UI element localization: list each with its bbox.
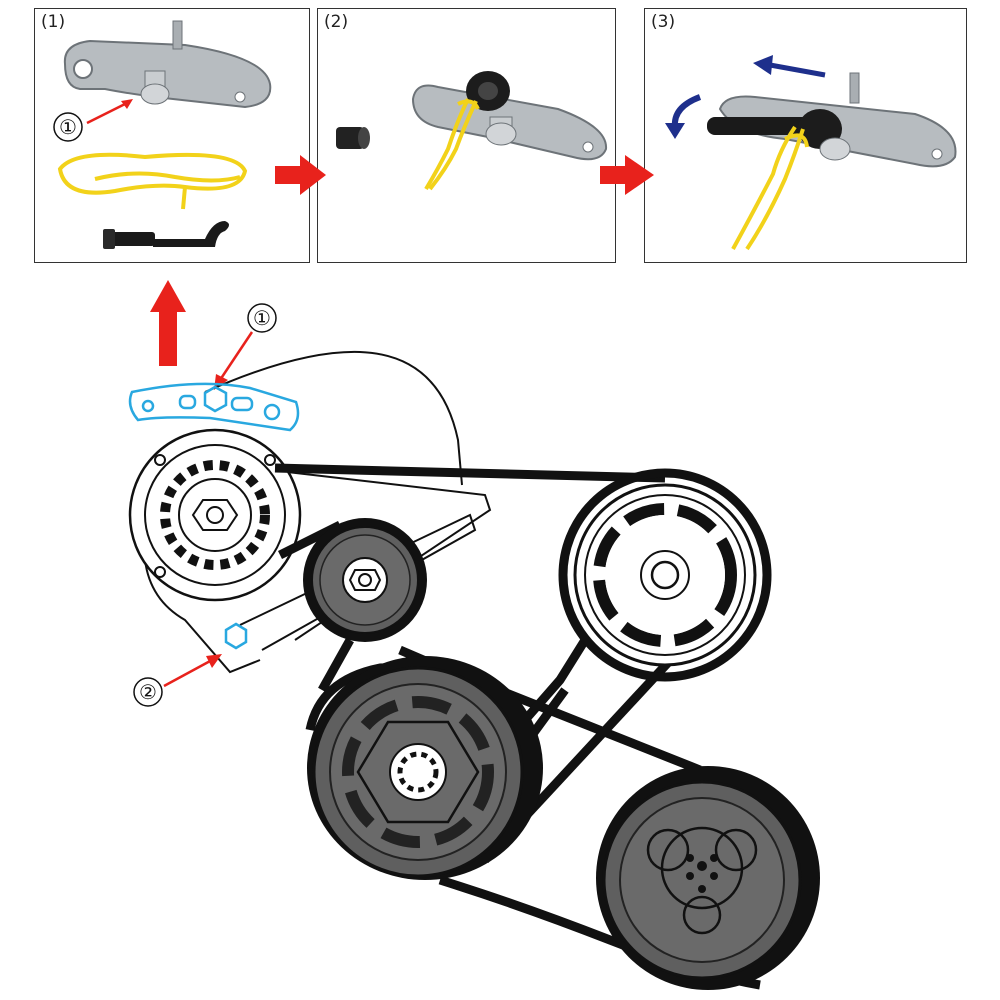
serpentine-belt bbox=[274, 463, 772, 990]
step-3-label: (3) bbox=[651, 12, 676, 32]
bolt-callout: ② bbox=[133, 654, 222, 707]
direction-arrow-left bbox=[753, 55, 826, 78]
step-1-illustration: ① bbox=[53, 20, 272, 249]
bolt-part bbox=[140, 70, 170, 105]
idler-pulley bbox=[303, 518, 427, 642]
accessory-pulley bbox=[596, 766, 820, 990]
removal-tool bbox=[103, 221, 229, 249]
step-2-illustration bbox=[336, 71, 608, 191]
yellow-rope bbox=[424, 98, 480, 191]
tensioner-callout: ① bbox=[214, 303, 277, 390]
up-arrow-to-steps bbox=[150, 280, 186, 366]
tensioner-bracket-photo bbox=[707, 72, 957, 168]
tensioner-pulley bbox=[128, 428, 302, 602]
tensioner-bracket-photo bbox=[411, 71, 608, 161]
tensioner-callout-label: ① bbox=[253, 306, 271, 330]
tensioner-housing bbox=[144, 350, 492, 674]
callout-circle bbox=[53, 112, 83, 142]
step-1-panel: (1) ① bbox=[34, 8, 310, 263]
bolt-callout-label: ② bbox=[139, 680, 157, 704]
rotate-arrow bbox=[665, 94, 702, 139]
step-2-panel: (2) bbox=[317, 8, 616, 263]
tensioner-bracket-photo bbox=[63, 20, 272, 109]
removal-tool-cap bbox=[336, 127, 370, 149]
callout-arrow bbox=[86, 101, 128, 125]
pivot-bolt-highlight bbox=[224, 622, 248, 650]
yellow-rope bbox=[731, 125, 809, 251]
crankshaft-pulley bbox=[307, 656, 543, 880]
tensioner-bracket-highlight bbox=[128, 382, 300, 432]
step-1-callout: ① bbox=[59, 115, 77, 139]
white-pulley bbox=[573, 483, 757, 667]
step-2-label: (2) bbox=[324, 12, 349, 32]
step-1-label: (1) bbox=[41, 12, 66, 32]
step-3-panel: (3) bbox=[644, 8, 967, 263]
step-3-illustration bbox=[665, 55, 957, 251]
yellow-rope bbox=[57, 152, 248, 210]
